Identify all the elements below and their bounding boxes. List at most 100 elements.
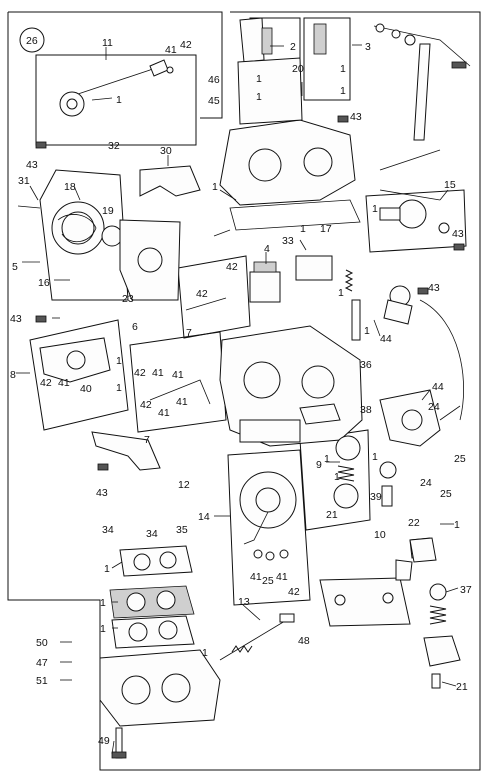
callout-39: 40 [80, 383, 92, 395]
callout-43: 44 [432, 381, 444, 393]
callout-14: 14 [198, 511, 210, 523]
callout-36: 37 [460, 584, 472, 596]
pull-off-part [379, 199, 450, 234]
callout-45: 45 [208, 95, 220, 107]
callout-30: 31 [18, 175, 30, 187]
callout-41b: 42 [226, 261, 238, 273]
callout-1o: 1 [372, 451, 378, 463]
callout-37: 38 [360, 404, 372, 416]
callout-42d: 43 [10, 313, 22, 325]
callout-42e: 43 [428, 282, 440, 294]
callout-19: 19 [102, 205, 114, 217]
callout-40b: 41 [58, 377, 70, 389]
callout-48: 48 [298, 635, 310, 647]
callout-41: 42 [180, 39, 192, 51]
callout-17: 17 [320, 223, 332, 235]
callout-49: 49 [98, 735, 110, 747]
throttle-body-part [99, 649, 221, 759]
callout-41d: 42 [40, 377, 52, 389]
callout-1j: 1 [364, 325, 370, 337]
callout-18: 18 [64, 181, 76, 193]
callout-41c: 42 [196, 288, 208, 300]
check-valve-part [379, 461, 397, 507]
link-rod-part [149, 297, 227, 405]
callout-1q: 1 [104, 563, 110, 575]
callout-1s: 1 [100, 623, 106, 635]
callout-21b: 21 [456, 681, 468, 693]
callout-16: 16 [38, 277, 50, 289]
callout-11: 11 [102, 37, 113, 49]
callout-6: 6 [132, 321, 138, 333]
callout-1f: 1 [212, 181, 218, 193]
callout-7: 7 [186, 327, 192, 339]
callout-34: 35 [176, 524, 188, 536]
callout-12: 12 [178, 479, 190, 491]
valve-cable-part [379, 285, 465, 447]
callout-42a: 43 [350, 111, 362, 123]
callout-1c: 1 [256, 91, 262, 103]
callout-22: 22 [408, 517, 420, 529]
callout-33b: 34 [146, 528, 158, 540]
callout-40: 41 [165, 44, 177, 56]
callout-28b: 25 [440, 488, 452, 500]
jet-spring-part [344, 269, 361, 341]
callout-1e: 1 [340, 85, 346, 97]
callout-1k: 1 [116, 355, 122, 367]
callout-35: 36 [360, 359, 372, 371]
callout-20: 20 [292, 63, 304, 75]
callout-1l: 1 [116, 382, 122, 394]
callout-41f: 42 [140, 399, 152, 411]
callout-42f: 43 [96, 487, 108, 499]
air-horn-body-part [219, 17, 361, 231]
choke-cover-part [139, 165, 201, 197]
callout-1h: 1 [300, 223, 306, 235]
callout-44: 44 [380, 333, 392, 345]
screw-parts [35, 115, 465, 471]
callout-2: 2 [290, 41, 296, 53]
main-body-part [219, 325, 363, 447]
callout-1t: 1 [202, 647, 208, 659]
kit-number-circle [19, 27, 45, 53]
leader-lines [16, 44, 461, 755]
callout-40e: 41 [158, 407, 170, 419]
callout-3: 3 [365, 41, 371, 53]
callout-47: 47 [36, 657, 48, 669]
callout-31: 32 [108, 140, 120, 152]
callout-1d: 1 [340, 63, 346, 75]
callout-5: 5 [12, 261, 18, 273]
callout-1g: 1 [372, 203, 378, 215]
solenoid-part [249, 255, 333, 303]
callout-33a: 34 [102, 524, 114, 536]
callout-40h: 41 [276, 571, 288, 583]
switch-part [409, 537, 437, 563]
callout-1m: 1 [324, 453, 330, 465]
choke-housing-part [17, 201, 181, 301]
callout-7b: 7 [144, 434, 150, 446]
callout-1b: 1 [256, 73, 262, 85]
callout-40d: 41 [172, 369, 184, 381]
callout-40f: 41 [176, 396, 188, 408]
accelerator-pump-part [333, 435, 361, 509]
bracket-part [91, 431, 161, 471]
parts-drawing [17, 17, 471, 759]
callout-8: 8 [10, 369, 16, 381]
diaphragm-part [239, 471, 297, 561]
callout-labels: 26 11 41 42 1 46 45 2 3 20 1 1 1 1 43 43… [10, 27, 472, 747]
callout-29: 30 [160, 145, 172, 157]
callout-4: 4 [264, 243, 270, 255]
throttle-shaft-part [219, 613, 295, 661]
callout-23: 23 [122, 293, 134, 305]
callout-46: 46 [208, 74, 220, 86]
callout-41g: 42 [288, 586, 300, 598]
callout-21: 21 [326, 509, 338, 521]
callout-42c: 43 [452, 228, 464, 240]
throttle-linkage-part [373, 23, 471, 201]
callout-1p: 1 [454, 519, 460, 531]
callout-42b: 43 [26, 159, 38, 171]
callout-25: 24 [420, 477, 432, 489]
callout-15: 15 [444, 179, 456, 191]
callout-1i: 1 [338, 287, 344, 299]
callout-38: 39 [370, 491, 382, 503]
choke-linkage-part [59, 59, 174, 117]
